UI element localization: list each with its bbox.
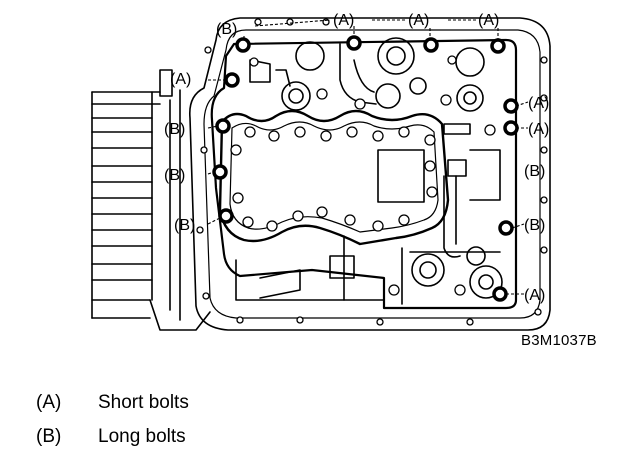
callout-b-left-3: (B) [174,217,195,234]
callout-a-top-3: (A) [478,12,499,29]
valve-body [210,38,518,310]
pan-flange [188,17,551,331]
callout-a-right-2: (A) [528,121,549,138]
callout-b-top-left: (B) [216,21,237,38]
legend-item-short-bolts: (A) Short bolts [36,386,189,420]
transmission-case [91,69,211,331]
callout-a-right-3: (A) [524,287,545,304]
legend-label: Short bolts [98,392,189,413]
legend-label: Long bolts [98,426,186,447]
callout-b-right-1: (B) [524,163,545,180]
valve-body-drawing: (B) (A) (A) (A) (A) (B) (B) (B) (A) (A) … [91,12,551,331]
callout-a-right-1: (A) [528,95,549,112]
callout-a-top-2: (A) [408,12,429,29]
callout-b-left-1: (B) [164,121,185,138]
legend: (A) Short bolts (B) Long bolts [36,386,189,454]
legend-key: (A) [36,392,62,413]
callout-a-top-1: (A) [333,12,354,29]
legend-item-long-bolts: (B) Long bolts [36,420,189,454]
figure-code: B3M1037B [521,332,597,349]
callout-a-left: (A) [170,71,191,88]
callout-b-right-2: (B) [524,217,545,234]
legend-key: (B) [36,426,62,447]
callout-b-left-2: (B) [164,167,185,184]
separator-plate [218,109,450,246]
